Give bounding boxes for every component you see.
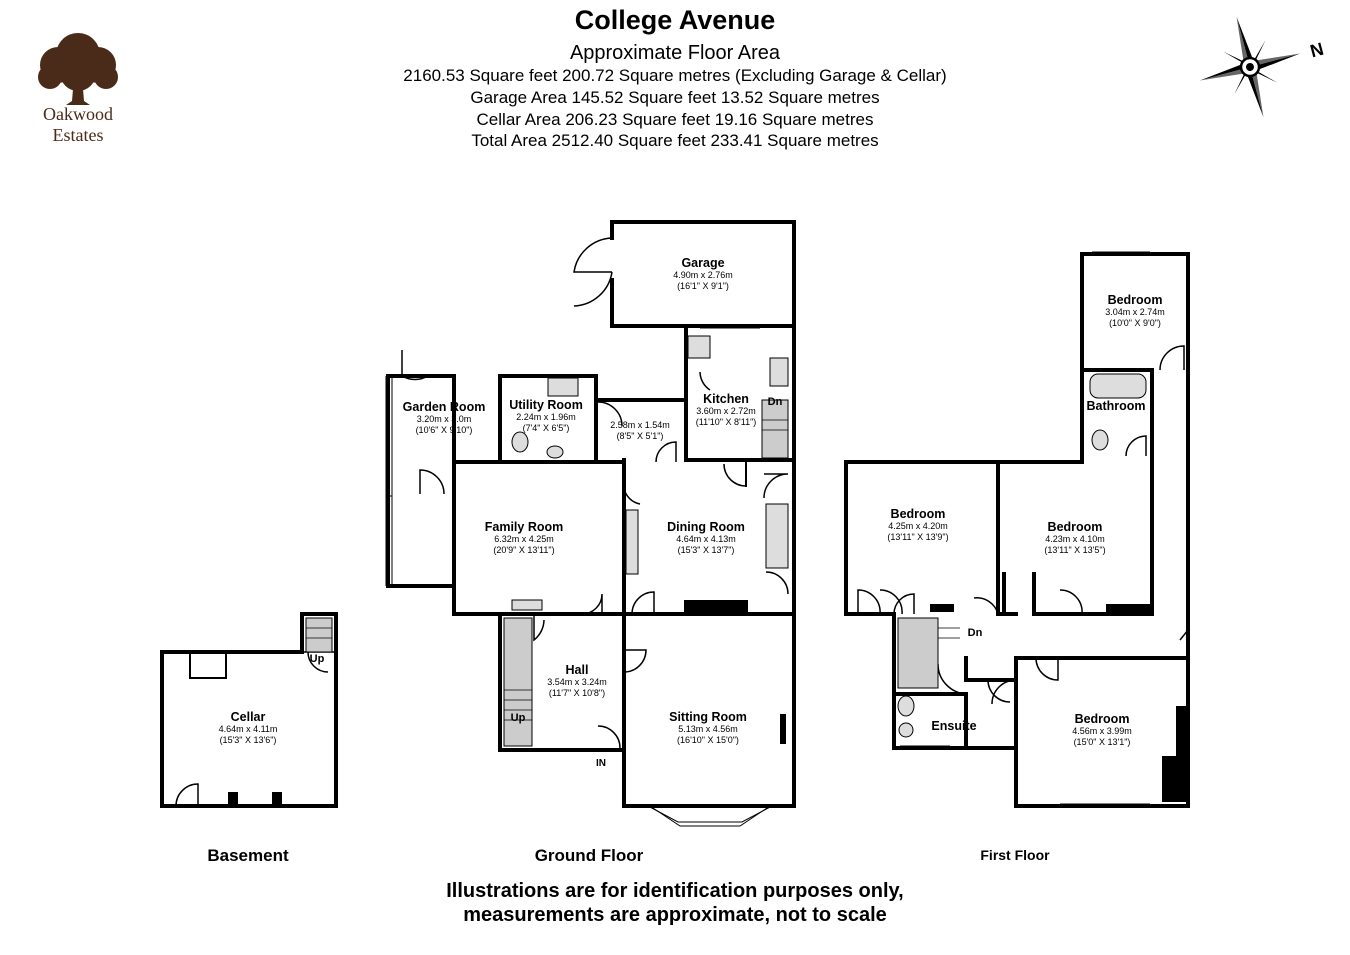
utility-room-name: Utility Room [509, 398, 583, 412]
first-floor-stairs-down: Dn [968, 627, 983, 639]
bathroom-label: Bathroom [1086, 399, 1145, 413]
cellar-stairs-up: Up [310, 653, 325, 665]
hall-metric: 3.54m x 3.24m [547, 677, 607, 687]
hall-imperial: (11'7" X 10'8") [548, 688, 606, 698]
sitting-room-metric: 5.13m x 4.56m [678, 724, 738, 734]
first-floor-title: First Floor [980, 847, 1050, 863]
utility-room-metric: 2.24m x 1.96m [516, 412, 576, 422]
family-room-label: Family Room 6.32m x 4.25m (20'9" X 13'11… [485, 520, 564, 556]
cellar-up-text: Up [309, 653, 325, 665]
hall-stairs-up: Up [511, 712, 526, 724]
bedroom-top-name: Bedroom [1107, 293, 1163, 307]
kitchen-stairs-down: Dn [768, 396, 783, 408]
plan-title: College Avenue [574, 5, 776, 35]
company-logo-text: Oakwood Estates [18, 104, 138, 146]
bedroom-master-label: Bedroom 4.56m x 3.99m (15'0" X 13'1") [1072, 712, 1132, 748]
garden-room-metric: 3.20m x 3.0m [416, 414, 472, 424]
garden-room-imperial: (10'6" X 9'10") [415, 425, 473, 435]
garage-area-line: Garage Area 145.52 Square feet 13.52 Squ… [470, 88, 880, 107]
hall-label: Hall 3.54m x 3.24m (11'7" X 10'8") [547, 663, 607, 699]
bedroom-mid-imperial: (13'11" X 13'5") [1044, 545, 1106, 555]
dining-room-imperial: (15'3" X 13'7") [677, 545, 735, 555]
dining-room-name: Dining Room [667, 520, 745, 534]
sitting-room-name: Sitting Room [669, 710, 747, 724]
garden-room-name: Garden Room [402, 400, 486, 414]
bedroom-mid-metric: 4.23m x 4.10m [1045, 534, 1105, 544]
bedroom-mid-label: Bedroom 4.23m x 4.10m (13'11" X 13'5") [1044, 520, 1105, 556]
basement-floor-title: Basement [207, 846, 289, 865]
family-room-imperial: (20'9" X 13'11") [493, 545, 555, 555]
cellar-name: Cellar [230, 710, 266, 724]
disclaimer-line-1: Illustrations are for identification pur… [446, 880, 904, 902]
bedroom-master-imperial: (15'0" X 13'1") [1073, 737, 1131, 747]
bedroom-left-label: Bedroom 4.25m x 4.20m (13'11" X 13'9") [887, 507, 948, 543]
bathroom-name: Bathroom [1086, 399, 1146, 413]
ensuite-label: Ensuite [931, 719, 976, 733]
kitchen-label: Kitchen 3.60m x 2.72m (11'10" X 8'11") [696, 392, 757, 428]
cellar-metric: 4.64m x 4.11m [218, 724, 278, 734]
family-room-metric: 6.32m x 4.25m [494, 534, 554, 544]
logo-line-2: Estates [52, 125, 104, 145]
ground-floor-title: Ground Floor [534, 846, 644, 865]
kitchen-metric: 3.60m x 2.72m [696, 406, 756, 416]
bedroom-left-imperial: (13'11" X 13'9") [887, 532, 949, 542]
lobby-metric: 2.58m x 1.54m [610, 420, 670, 430]
kitchen-name: Kitchen [703, 392, 749, 406]
garage-metric: 4.90m x 2.76m [673, 270, 733, 280]
entrance-text: IN [596, 758, 606, 769]
plan-subtitle: Approximate Floor Area [569, 42, 781, 64]
garage-walls [610, 220, 796, 462]
cellar-label: Cellar 4.64m x 4.11m (15'3" X 13'6") [219, 710, 278, 746]
family-room-name: Family Room [484, 520, 564, 534]
hall-up-text: Up [510, 712, 526, 724]
bedroom-top-label: Bedroom 3.04m x 2.74m (10'0" X 9'0") [1105, 293, 1165, 329]
garage-name: Garage [681, 256, 725, 270]
bedroom-top-imperial: (10'0" X 9'0") [1109, 318, 1161, 328]
garden-room-label: Garden Room 3.20m x 3.0m (10'6" X 9'10") [403, 400, 486, 436]
garage-imperial: (16'1" X 9'1") [677, 281, 729, 291]
garage-label: Garage 4.90m x 2.76m (16'1" X 9'1") [673, 256, 733, 292]
compass-rose-icon [1199, 16, 1301, 118]
oak-tree-icon [38, 33, 118, 105]
first-floor-dn-text: Dn [967, 627, 983, 639]
total-area-excluding-line: 2160.53 Square feet 200.72 Square metres… [403, 66, 947, 85]
entrance-marker: IN [596, 758, 606, 769]
first-floor-walls [844, 252, 1190, 808]
disclaimer-line-2: measurements are approximate, not to sca… [463, 904, 887, 926]
logo-line-1: Oakwood [43, 104, 113, 124]
lobby-label: 2.58m x 1.54m (8'5" X 5'1") [610, 420, 670, 442]
cellar-imperial: (15'3" X 13'6") [219, 735, 277, 745]
kitchen-dn-text: Dn [767, 396, 783, 408]
bedroom-master-name: Bedroom [1074, 712, 1130, 726]
bedroom-left-metric: 4.25m x 4.20m [888, 521, 948, 531]
bedroom-left-name: Bedroom [890, 507, 946, 521]
bedroom-master-metric: 4.56m x 3.99m [1072, 726, 1132, 736]
sitting-room-imperial: (16'10" X 15'0") [677, 735, 739, 745]
bedroom-top-metric: 3.04m x 2.74m [1105, 307, 1165, 317]
cellar-area-line: Cellar Area 206.23 Square feet 19.16 Squ… [476, 110, 874, 129]
hall-name: Hall [565, 663, 589, 677]
lobby-imperial: (8'5" X 5'1") [616, 431, 664, 441]
utility-room-label: Utility Room 2.24m x 1.96m (7'4" X 6'5") [509, 398, 583, 434]
total-area-line: Total Area 2512.40 Square feet 233.41 Sq… [471, 131, 879, 150]
bedroom-mid-name: Bedroom [1047, 520, 1103, 534]
ensuite-name: Ensuite [931, 719, 977, 733]
dining-room-label: Dining Room 4.64m x 4.13m (15'3" X 13'7"… [667, 520, 745, 556]
sitting-room-label: Sitting Room 5.13m x 4.56m (16'10" X 15'… [669, 710, 747, 746]
utility-room-imperial: (7'4" X 6'5") [522, 423, 570, 433]
dining-room-metric: 4.64m x 4.13m [676, 534, 736, 544]
kitchen-imperial: (11'10" X 8'11") [695, 417, 757, 427]
